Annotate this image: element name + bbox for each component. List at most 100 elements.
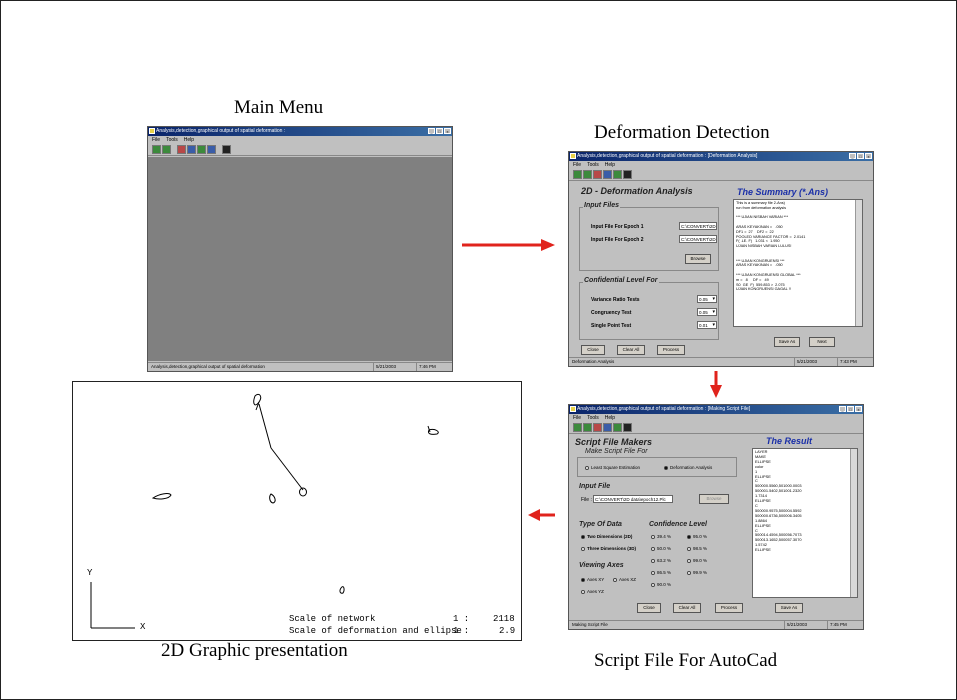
radio-least-square-label: Least Square Estimation xyxy=(591,465,641,470)
scale-network-value: 2118 xyxy=(493,614,515,624)
tool-icon-1[interactable] xyxy=(152,145,161,154)
menu-tools[interactable]: Tools xyxy=(587,415,599,421)
axes-xy-label: Axes XY xyxy=(587,577,605,582)
caption-2d-graphic: 2D Graphic presentation xyxy=(161,640,348,661)
close-button[interactable]: x xyxy=(865,153,872,159)
minimize-button[interactable]: _ xyxy=(849,153,856,159)
radio-least-square[interactable]: Least Square Estimation xyxy=(585,465,640,470)
tool-icon-1[interactable] xyxy=(573,170,582,179)
maximize-button[interactable]: □ xyxy=(436,128,443,134)
tool-icon-5[interactable] xyxy=(197,145,206,154)
single-point-select[interactable]: 0.01 xyxy=(697,321,717,329)
tool-icon-4[interactable] xyxy=(603,423,612,432)
make-for-group xyxy=(577,457,737,477)
script-browse-button[interactable]: Browse xyxy=(699,494,729,504)
app-icon xyxy=(570,153,576,159)
next-button[interactable]: Next xyxy=(809,337,835,347)
tool-icon-6[interactable] xyxy=(623,423,632,432)
radio-2d-label: Two Dimensions (2D) xyxy=(587,534,633,539)
tool-icon-2[interactable] xyxy=(162,145,171,154)
variance-select[interactable]: 0.05 xyxy=(697,295,717,303)
axes-xz[interactable]: Axes XZ xyxy=(613,577,636,582)
deform-window-statusbar: Deformation Analysis 5/21/2003 7:43 PM xyxy=(569,357,873,366)
script-clear-all-button[interactable]: Clear All xyxy=(673,603,701,613)
tool-icon-7[interactable] xyxy=(222,145,231,154)
conf-95[interactable]: 95.0 % xyxy=(687,534,707,539)
conf-98[interactable]: 98.5 % xyxy=(687,546,707,551)
tool-icon-3[interactable] xyxy=(177,145,186,154)
conf-39[interactable]: 39.4 % xyxy=(651,534,671,539)
close-button[interactable]: Close xyxy=(581,345,605,355)
graphic-panel: Y X Scale of network 1 : 2118 Scale of d… xyxy=(72,381,522,641)
conf-90[interactable]: 90.0 % xyxy=(651,582,671,587)
status-date: 5/21/2003 xyxy=(784,621,807,629)
summary-title: The Summary (*.Ans) xyxy=(737,187,829,197)
menu-file[interactable]: File xyxy=(152,137,161,143)
radio-2d[interactable]: Two Dimensions (2D) xyxy=(581,534,632,539)
toolbar-spacer xyxy=(217,145,221,154)
script-close-button[interactable]: Close xyxy=(637,603,661,613)
conf-39-label: 39.4 % xyxy=(657,534,672,539)
menu-file[interactable]: File xyxy=(573,162,582,168)
radio-deformation[interactable]: Deformation Analysis xyxy=(664,465,712,470)
tool-icon-2[interactable] xyxy=(583,170,592,179)
file-field[interactable]: C:\CONVERT\2D data\epoch12.Plc xyxy=(593,495,673,503)
menu-tools[interactable]: Tools xyxy=(166,137,178,143)
status-text: Analysis,detection,graphical output of s… xyxy=(151,364,265,369)
summary-textbox[interactable]: This is a summary file 2-Ans) run from d… xyxy=(733,199,863,327)
deform-window-menubar: File Tools Help xyxy=(569,161,873,169)
minimize-button[interactable]: _ xyxy=(428,128,435,134)
conf-63[interactable]: 63.2 % xyxy=(651,558,671,563)
scale-network-label: Scale of network xyxy=(289,614,376,624)
browse-button[interactable]: Browse xyxy=(685,254,711,264)
radio-3d[interactable]: Three Dimensions (3D) xyxy=(581,546,636,551)
main-window-toolbar xyxy=(148,144,452,156)
summary-scrollbar[interactable] xyxy=(855,200,862,326)
network-line xyxy=(270,447,304,491)
input-files-group xyxy=(579,207,719,271)
menu-help[interactable]: Help xyxy=(604,162,616,168)
maximize-button[interactable]: □ xyxy=(847,406,854,412)
tool-icon-4[interactable] xyxy=(187,145,196,154)
conf-99[interactable]: 99.0 % xyxy=(687,558,707,563)
conf-999-label: 99.9 % xyxy=(693,570,708,575)
tool-icon-2[interactable] xyxy=(583,423,592,432)
tool-icon-6[interactable] xyxy=(207,145,216,154)
save-as-button[interactable]: Save As xyxy=(774,337,800,347)
maximize-button[interactable]: □ xyxy=(857,153,864,159)
deformation-vector xyxy=(255,401,260,411)
tool-icon-5[interactable] xyxy=(613,170,622,179)
radio-dot xyxy=(687,558,691,563)
minimize-button[interactable]: _ xyxy=(839,406,846,412)
result-scrollbar[interactable] xyxy=(850,449,857,597)
menu-file[interactable]: File xyxy=(573,415,582,421)
epoch1-field[interactable]: C:\CONVERT\2D xyxy=(679,222,717,230)
epoch2-field[interactable]: C:\CONVERT\2D xyxy=(679,235,717,243)
process-button[interactable]: Process xyxy=(657,345,685,355)
script-process-button[interactable]: Process xyxy=(715,603,743,613)
result-textbox[interactable]: LAYER MAKE ELLIPSE color 1 ELLIPSE C 500… xyxy=(752,448,858,598)
status-text: Deformation Analysis xyxy=(572,359,615,364)
menu-help[interactable]: Help xyxy=(604,415,616,421)
clear-all-button[interactable]: Clear All xyxy=(617,345,645,355)
axes-yz[interactable]: Axes YZ xyxy=(581,589,604,594)
conf-86[interactable]: 86.5 % xyxy=(651,570,671,575)
axes-xy[interactable]: Axes XY xyxy=(581,577,604,582)
close-button[interactable]: x xyxy=(855,406,862,412)
tool-icon-1[interactable] xyxy=(573,423,582,432)
menu-tools[interactable]: Tools xyxy=(587,162,599,168)
tool-icon-3[interactable] xyxy=(593,170,602,179)
tool-icon-5[interactable] xyxy=(613,423,622,432)
status-time: 7:46 PM xyxy=(416,363,436,371)
radio-dot xyxy=(581,546,585,551)
tool-icon-4[interactable] xyxy=(603,170,612,179)
tool-icon-6[interactable] xyxy=(623,170,632,179)
menu-help[interactable]: Help xyxy=(183,137,195,143)
tool-icon-3[interactable] xyxy=(593,423,602,432)
script-save-as-button[interactable]: Save As xyxy=(775,603,803,613)
congruency-select[interactable]: 0.05 xyxy=(697,308,717,316)
conf-999[interactable]: 99.9 % xyxy=(687,570,707,575)
conf-50[interactable]: 50.0 % xyxy=(651,546,671,551)
radio-dot xyxy=(687,570,691,575)
close-button[interactable]: x xyxy=(444,128,451,134)
